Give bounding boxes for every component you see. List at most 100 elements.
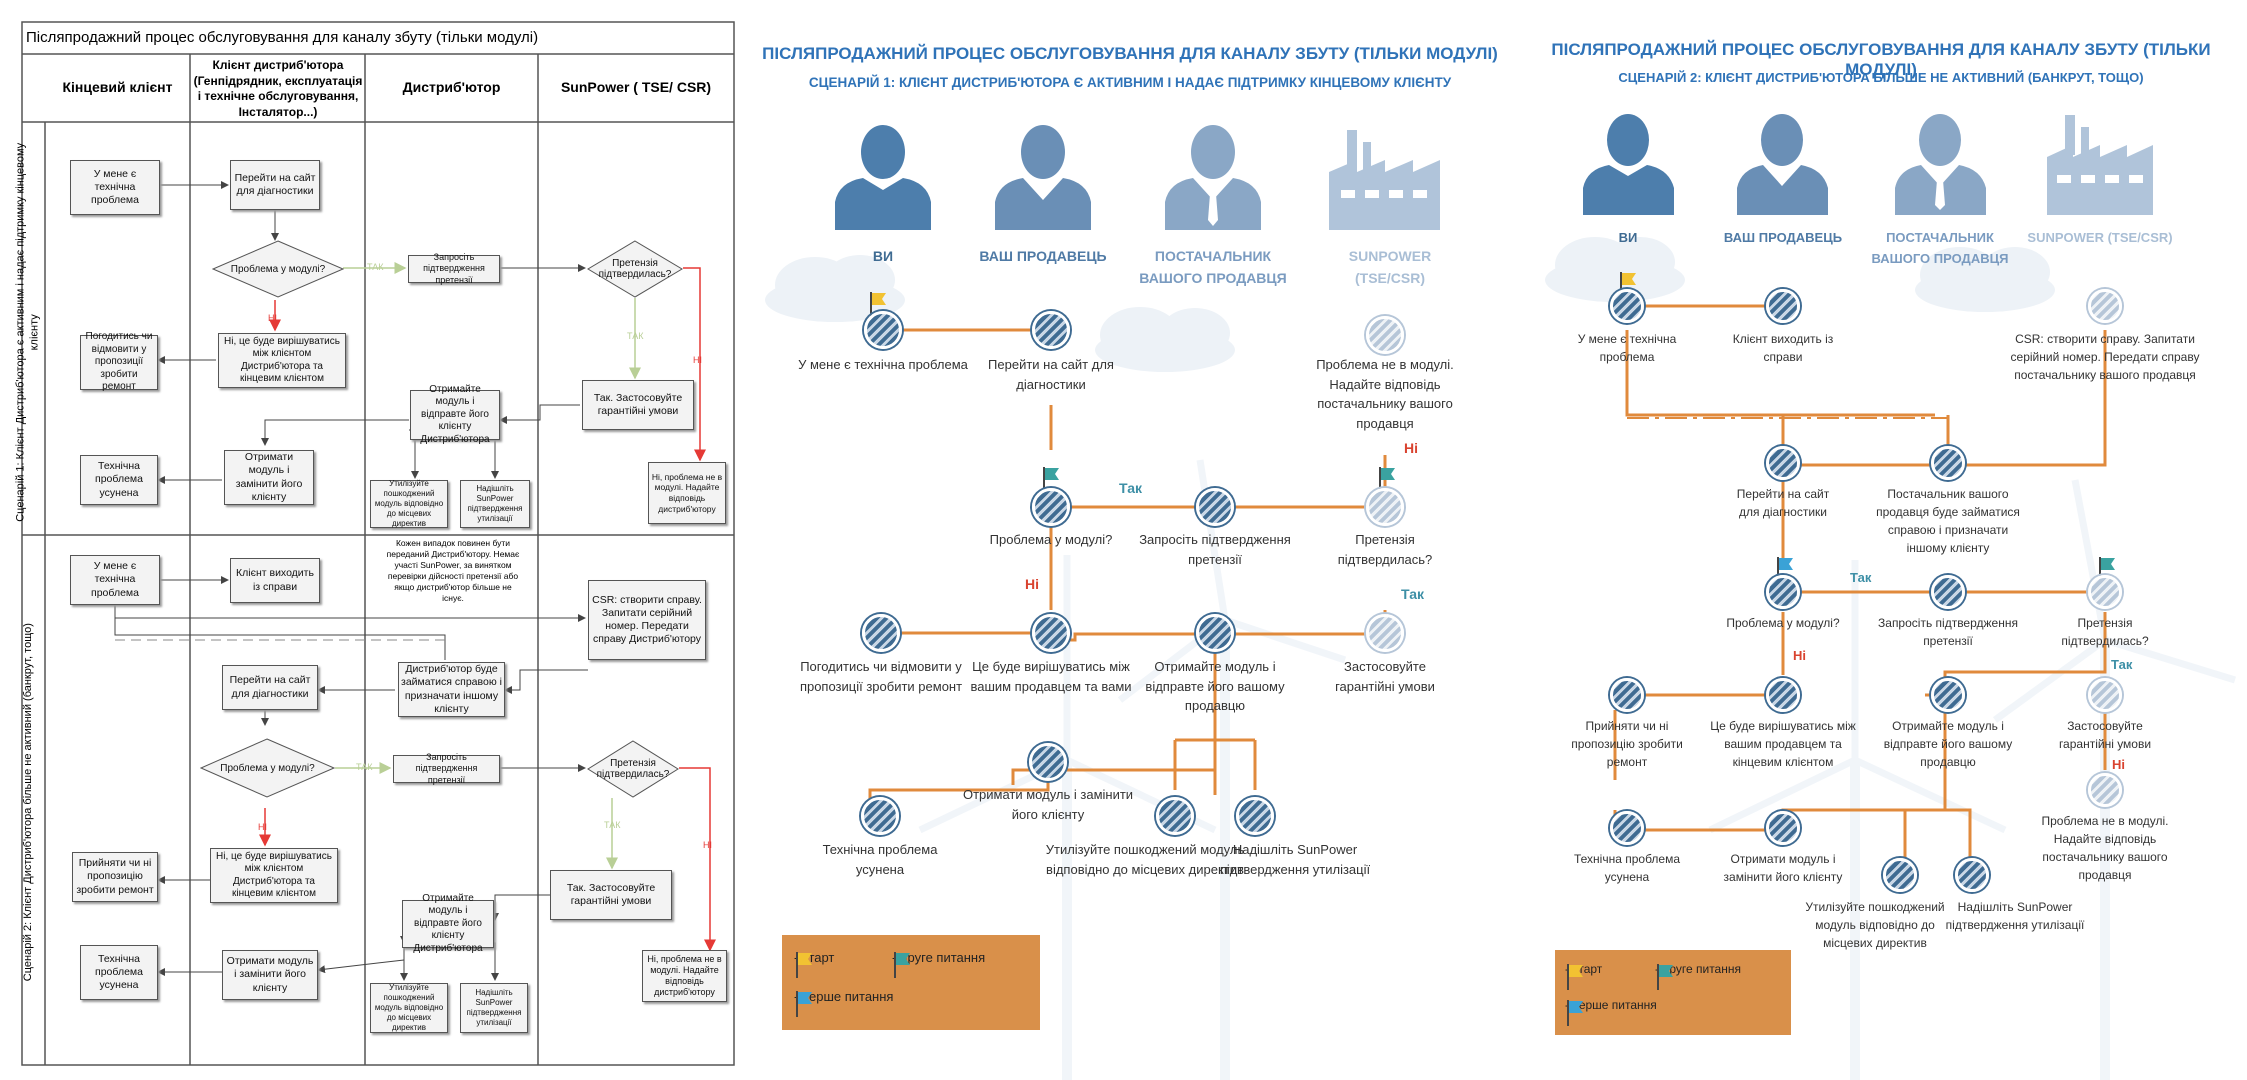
fc-s1-send-sp: Надішліть SunPower підтвердження утиліза… [460,480,530,528]
node-accept [1610,678,1644,712]
swimlane-flowchart: Післяпродажний процес обслуговування для… [0,0,745,1080]
flowchart-connectors [21,21,735,1066]
label-claim-q: Претензія підтвердилась? [1337,532,1433,567]
branch-yes-1: Так [1850,570,1872,585]
fc-s1-request: Запросіть підтвердження претензії [408,252,500,285]
node-csr [2088,289,2122,323]
factory-sunpower-icon [1329,130,1440,230]
scenario1-subtitle: Сценарій 1: клієнт дистриб'ютора є актив… [808,75,1452,90]
node-send-sp [1955,858,1989,892]
legend: - старт - друге питання - перше питання [1555,950,1791,1035]
branch-yes-1: Так [1119,480,1142,496]
scenario2-subtitle: Сценарій 2: клієнт дистриб'ютора більше … [1618,70,2144,85]
node-not-module [2088,773,2122,807]
scenario1-title: Післяпродажний процес обслуговування для… [762,44,1498,63]
label-supplier: Постачальник вашого продавця буде займат… [1876,487,2020,555]
role-sunpower: SUNPOWER (TSE/CSR) [1348,248,1432,287]
fc-s2-visit: Перейти на сайт для діагностики [222,665,318,710]
legend-second-flag-icon [894,952,910,978]
role-sunpower: SUNPOWER (TSE/CSR) [2027,230,2173,245]
legend-first: - перше питання [794,989,894,1004]
branch-yes-2: Так [1401,586,1424,602]
node-apply [1366,614,1404,652]
branch-yes-2: Так [2111,657,2133,672]
label-get-replace: Отримати модуль і замінити його клієнту [1723,852,1843,884]
role-you: ВИ [872,248,894,264]
node-request [1931,575,1965,609]
label-resolved: Технічна проблема усунена [822,842,938,877]
node-supplier [1931,446,1965,480]
node-claim-q [2088,575,2122,609]
branch-no-2: Ні [1404,440,1418,456]
fc-s2-not-module: Ні, проблема не в модулі. Надайте відпов… [642,950,727,1002]
node-leaves [1766,289,1800,323]
user-seller-icon [1737,114,1828,215]
fc-s2-resolve: Ні, це буде вирішуватись між клієнтом Ди… [210,848,338,903]
label-get-send: Отримайте модуль і відправте його вашому… [1145,659,1285,713]
legend-start-flag-icon [1567,964,1583,990]
label-visit: Перейти на сайт для діагностики [988,357,1114,392]
label-claim-q: Претензія підтвердилась? [2061,616,2149,648]
fc-s2-dist-handle: Дистриб'ютор буде займатися справою і пр… [398,662,505,717]
scenario1-panel: Післяпродажний процес обслуговування для… [745,0,1515,1080]
fc-s1-no-2: НІ [693,355,702,365]
fc-s2-accept: Прийняти чи ні пропозицію зробити ремонт [72,852,158,902]
label-get-send: Отримайте модуль і відправте його вашому… [1883,719,2013,769]
column-end-client: Кінцевий клієнт [62,79,173,95]
column-distributor: Дистриб'ютор [402,79,501,95]
label-get-replace: Отримати модуль і замінити його клієнту [962,787,1134,822]
branch-no-1: Ні [1793,648,1806,663]
legend-first-flag-icon [796,991,812,1017]
column-sunpower: SunPower ( TSE/ CSR) [560,79,712,95]
node-module-q [1766,575,1800,609]
role-you: ВИ [1618,230,1638,245]
fc-s2-no-1: НІ [258,822,267,832]
flowchart-title: Післяпродажний процес обслуговування для… [26,29,539,46]
label-module-q: Проблема у модулі? [989,532,1113,547]
legend: - старт - друге питання - перше питання [782,935,1040,1030]
role-supplier: ПОСТАЧАЛЬНИК ВАШОГО ПРОДАВЦЯ [1871,230,2009,266]
label-resolve: Це буде вирішуватись між вашим продавцем… [1710,719,1856,769]
legend-second: - друге питання [892,950,986,965]
scenario2-title: Післяпродажний процес обслуговування для… [1551,40,2211,79]
fc-s1-dispose: Утилізуйте пошкоджений модуль відповідно… [370,479,448,528]
legend-second: - друге питання [1655,962,1741,976]
node-request [1196,488,1234,526]
node-problem [864,311,902,349]
label-apply: Застосовуйте гарантійні умови [1335,659,1435,694]
scenario2-panel: Післяпродажний процес обслуговування для… [1515,0,2247,1080]
label-problem: У мене є технічна проблема [1577,332,1677,364]
node-resolve [1766,678,1800,712]
node-get-send [1196,614,1234,652]
branch-no-1: Ні [1025,576,1039,592]
fc-s1-yes-1: ТАК [367,262,384,272]
label-dispose: Утилізуйте пошкоджений модуль відповідно… [1045,842,1245,877]
node-get-replace [1029,743,1067,781]
node-agree [862,614,900,652]
node-problem [1610,289,1644,323]
user-you-icon [1583,114,1674,215]
role-supplier: ПОСТАЧАЛЬНИК ВАШОГО ПРОДАВЦЯ [1139,248,1287,287]
node-resolved [861,797,899,835]
fc-s2-claim-q: Претензія підтвердилась? [596,758,670,780]
label-dispose: Утилізуйте пошкоджений модуль відповідно… [1805,900,1945,950]
node-not-module [1366,316,1404,354]
label-request: Запросіть підтвердження претензії [1878,616,2018,648]
lane-scenario-1: Сценарій 1: Клієнт Дистриб'ютора є актив… [14,142,41,522]
fc-s2-csr: CSR: створити справу. Запитати серійний … [588,580,706,660]
fc-s1-yes-2: ТАК [627,331,644,341]
node-dispose [1883,858,1917,892]
label-send-sp: Надішліть SunPower підтвердження утиліза… [1219,842,1371,877]
fc-s1-resolve: Ні, це буде вирішуватись між клієнтом Ди… [218,333,346,388]
user-seller-icon [995,125,1091,230]
label-leaves: Клієнт виходить із справи [1732,332,1834,364]
legend-start-flag-icon [796,952,812,978]
fc-s1-problem: У мене є технічна проблема [70,160,160,215]
role-seller: ВАШ ПРОДАВЕЦЬ [979,248,1107,264]
fc-s2-resolved: Технічна проблема усунена [80,945,158,1000]
branch-no-2: Ні [2112,757,2125,772]
fc-s1-claim-q: Претензія підтвердилась? [598,258,672,280]
legend-first-flag-icon [1567,1000,1583,1026]
factory-sunpower-icon [2047,115,2153,215]
fc-s2-request: Запросіть підтвердження претензії [393,752,500,785]
